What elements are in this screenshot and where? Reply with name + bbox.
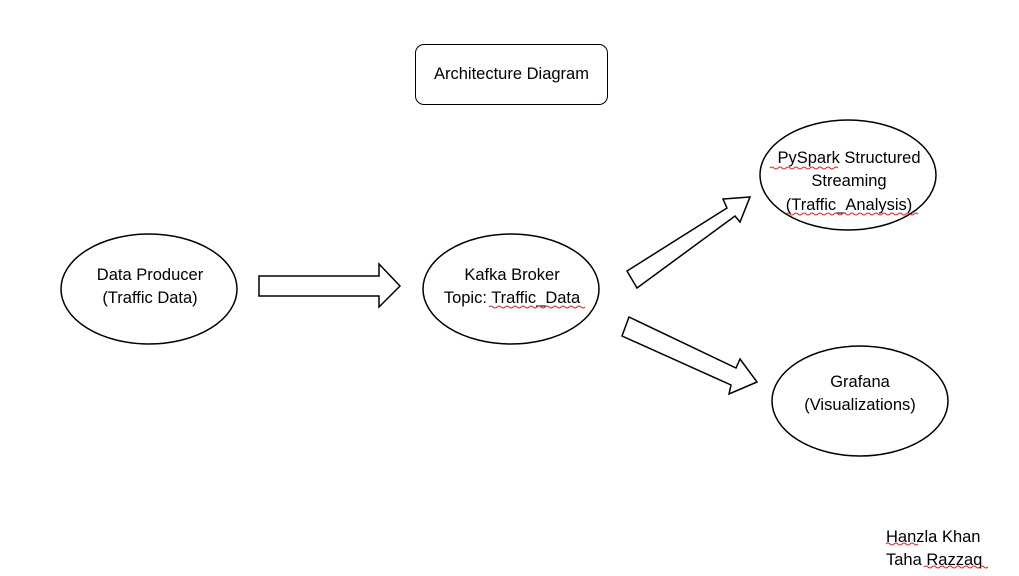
node-pyspark-line1: PySpark Structured [777,149,920,167]
author-name: Hanzla Khan [886,528,981,546]
spellcheck-underline [769,166,839,170]
node-pyspark-line2: Streaming [811,172,886,190]
node-kafka-broker-shape [422,233,600,345]
spellcheck-underline [785,212,919,216]
arrow-kafka-to-pyspark [625,196,752,290]
arrow-producer-to-kafka [258,262,402,309]
node-grafana-line2: (Visualizations) [804,396,916,414]
node-data-producer-line1: Data Producer [97,266,204,284]
node-data-producer-shape [60,233,238,345]
node-pyspark-line3: (Traffic_Analysis) [786,196,913,214]
node-grafana-shape [771,345,949,457]
arrow-kafka-to-grafana [621,315,759,396]
node-pyspark-shape [759,119,937,231]
spellcheck-underline [488,305,586,309]
authors-block: Hanzla Khan Taha Razzaq [886,526,982,572]
node-pyspark: PySpark Structured Streaming (Traffic_An… [759,119,937,231]
node-grafana: Grafana (Visualizations) [771,345,949,457]
node-grafana-line1: Grafana [830,373,890,391]
node-data-producer-line2: (Traffic Data) [102,289,197,307]
node-kafka-broker-line2: Topic: Traffic_Data [444,289,581,307]
node-kafka-broker-line1: Kafka Broker [464,266,560,284]
author-name: Taha Razzaq [886,551,983,569]
node-data-producer: Data Producer (Traffic Data) [60,233,238,345]
diagram-title: Architecture Diagram [415,44,608,105]
node-kafka-broker: Kafka Broker Topic: Traffic_Data [422,233,600,345]
